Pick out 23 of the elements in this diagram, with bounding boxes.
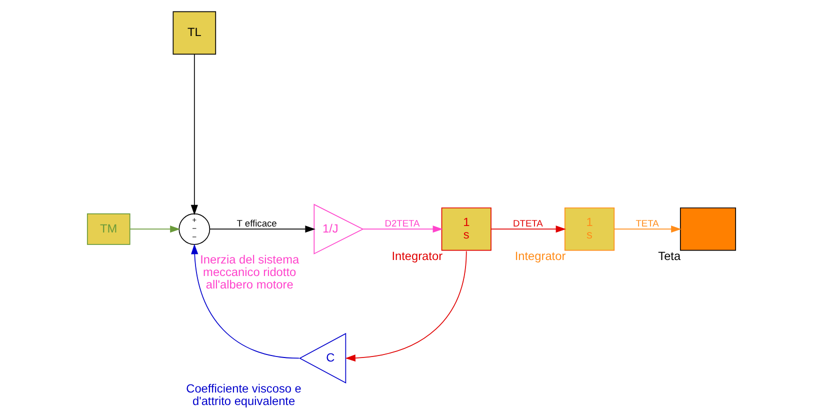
arrow (362, 226, 442, 233)
node-box: 1 s (564, 207, 614, 251)
node-box (679, 207, 736, 251)
arrow (129, 226, 180, 233)
arrow (344, 250, 466, 362)
arrow (190, 54, 198, 216)
node-label: Teta (658, 248, 680, 263)
node-label: Inerzia del sistema meccanico ridotto all'albero motore (200, 252, 299, 292)
node-box: 1 s (440, 207, 491, 251)
node-circle: + − − (178, 213, 210, 245)
edge-label: T efficace (236, 218, 276, 228)
edge-label: D2TETA (384, 218, 420, 228)
node-box: TL (172, 11, 216, 55)
node-label: Integrator (514, 248, 566, 263)
arrow (613, 226, 681, 233)
edge-label: TETA (635, 218, 658, 228)
arrow (190, 244, 299, 359)
node-label: Coefficiente viscoso e d'attrito equivalente (186, 381, 301, 408)
arrow (490, 226, 566, 233)
arrow (208, 226, 315, 233)
edge-label: DTETA (512, 218, 542, 228)
node-label: Integrator (391, 248, 442, 263)
node-box: TM (86, 213, 130, 245)
